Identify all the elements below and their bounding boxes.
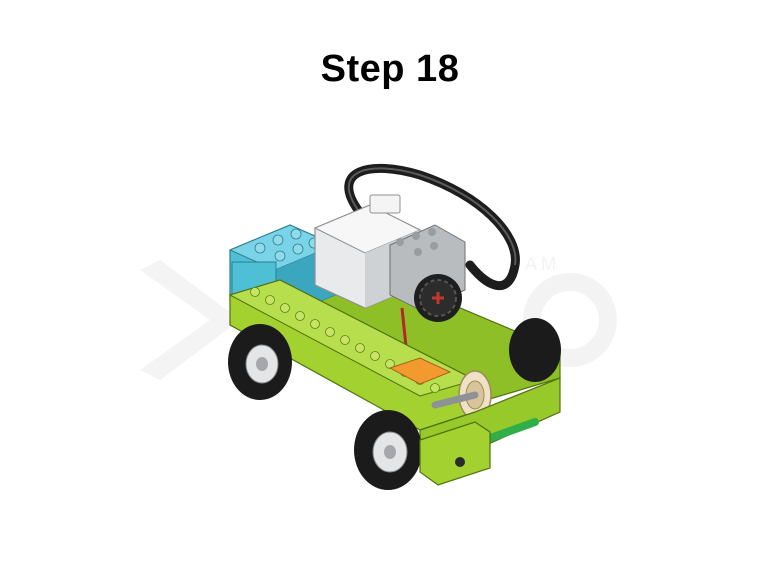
watermark-text: A M xyxy=(525,254,556,274)
wheel-rear-left xyxy=(228,324,292,400)
orange-plate xyxy=(388,357,452,385)
motor-output-gear xyxy=(414,274,462,322)
wheel-front-left xyxy=(354,410,422,490)
gray-axle xyxy=(431,391,479,409)
wheel-rear-right xyxy=(509,318,561,382)
lego-model-illustration: A M xyxy=(140,164,617,490)
motor xyxy=(313,194,466,311)
green-axle xyxy=(481,418,539,444)
step-title: Step 18 xyxy=(320,48,460,90)
lime-end-brick xyxy=(419,421,491,486)
